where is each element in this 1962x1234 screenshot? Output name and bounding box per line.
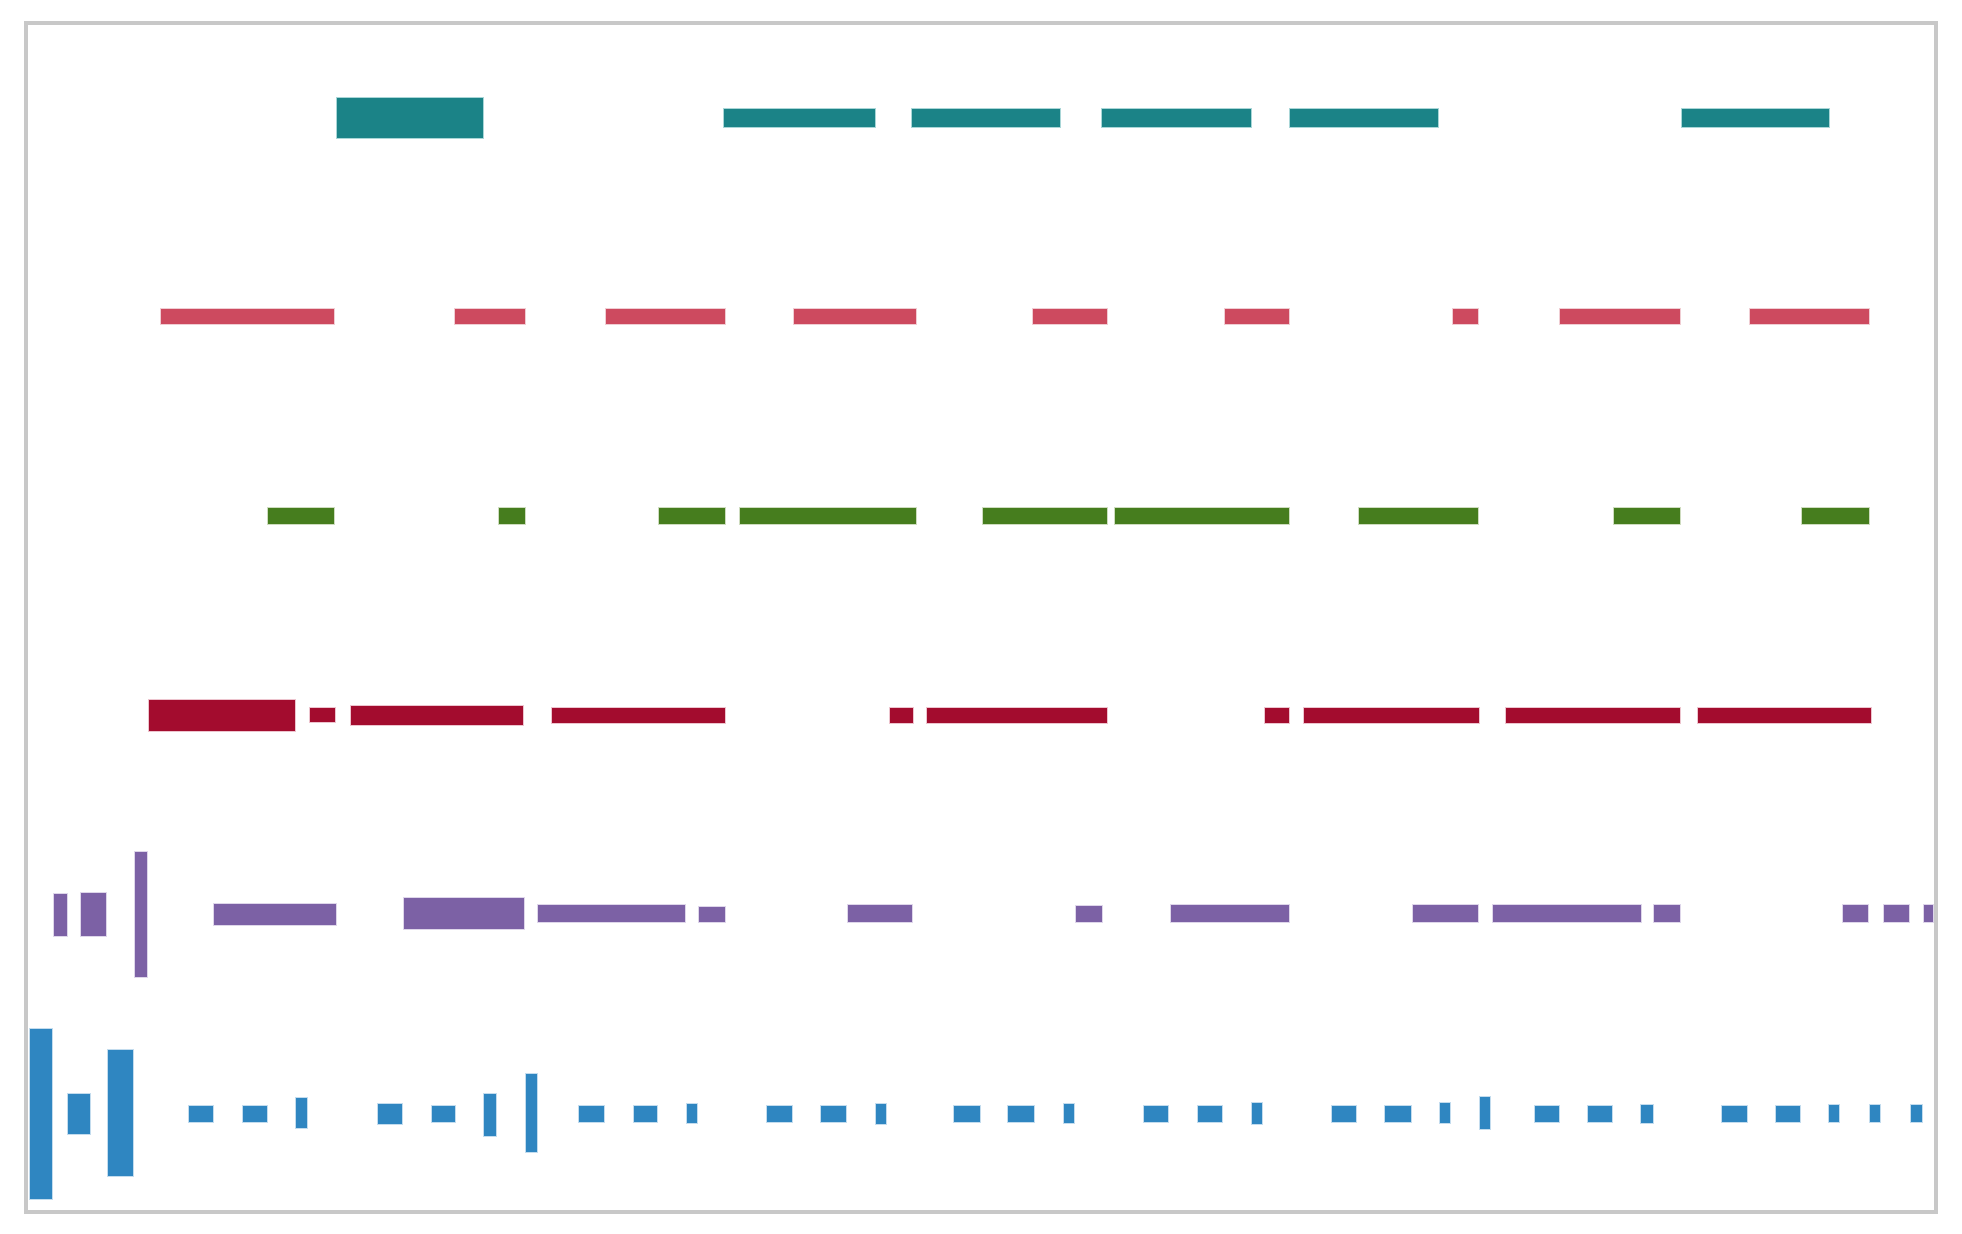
track-2-crimson-segment	[1452, 308, 1479, 325]
track-6-blue-segment	[1007, 1105, 1035, 1123]
track-5-purple-segment	[1075, 905, 1103, 923]
track-6-blue-segment	[875, 1103, 887, 1125]
track-6-blue-segment	[242, 1105, 268, 1123]
track-3-green-segment	[658, 507, 726, 525]
track-4-darkred-segment	[148, 699, 296, 732]
track-6-blue-segment	[295, 1097, 308, 1129]
track-6-blue-segment	[1331, 1105, 1357, 1123]
track-6-blue-segment	[578, 1105, 605, 1123]
track-5-purple-segment	[1883, 904, 1910, 923]
track-2-crimson-segment	[1559, 308, 1681, 325]
track-2-crimson-segment	[1032, 308, 1108, 325]
track-4-darkred-segment	[1505, 707, 1681, 724]
track-3-green-segment	[1358, 507, 1479, 525]
track-2-crimson-segment	[793, 308, 917, 325]
track-6-blue-segment	[1587, 1105, 1613, 1123]
track-6-blue-segment	[525, 1073, 538, 1153]
track-6-blue-segment	[1775, 1105, 1801, 1123]
track-1-teal-segment	[1289, 108, 1439, 128]
track-1-teal-segment	[1681, 108, 1830, 128]
track-6-blue-segment	[1197, 1105, 1223, 1123]
track-4-darkred-segment	[309, 707, 336, 723]
track-2-crimson-segment	[454, 308, 526, 325]
track-4-darkred-segment	[889, 707, 914, 724]
track-5-purple-segment	[698, 906, 726, 923]
track-6-blue-segment	[1869, 1104, 1881, 1123]
track-5-purple-segment	[1170, 904, 1290, 923]
track-6-blue-segment	[431, 1105, 456, 1123]
track-6-blue-segment	[1828, 1104, 1840, 1123]
track-6-blue-segment	[953, 1105, 981, 1123]
track-6-blue-segment	[766, 1105, 793, 1123]
track-6-blue-segment	[483, 1093, 497, 1137]
track-5-purple-segment	[847, 904, 913, 923]
track-6-blue-segment	[107, 1049, 134, 1177]
track-3-green-segment	[267, 507, 335, 525]
track-6-blue-segment	[820, 1105, 847, 1123]
track-4-darkred-segment	[350, 705, 524, 726]
track-5-purple-segment	[1492, 904, 1642, 923]
track-6-blue-segment	[1479, 1096, 1491, 1130]
track-6-blue-segment	[1910, 1104, 1923, 1123]
track-6-blue-segment	[1640, 1104, 1654, 1124]
track-4-darkred-segment	[1303, 707, 1480, 724]
track-5-purple-segment	[1653, 904, 1681, 923]
track-3-green-segment	[1114, 507, 1290, 525]
track-6-blue-segment	[188, 1105, 214, 1123]
track-5-purple-segment	[213, 903, 337, 926]
track-3-green-segment	[1613, 507, 1681, 525]
track-1-teal-segment	[336, 97, 484, 139]
track-6-blue-segment	[1251, 1102, 1263, 1125]
track-5-purple-segment	[537, 904, 686, 923]
track-1-teal-segment	[723, 108, 876, 128]
track-4-darkred-segment	[1264, 707, 1290, 724]
track-2-crimson-segment	[1224, 308, 1290, 325]
track-4-darkred-segment	[926, 707, 1108, 724]
track-6-blue-segment	[1143, 1105, 1169, 1123]
track-1-teal-segment	[1101, 108, 1252, 128]
track-3-green-segment	[1801, 507, 1870, 525]
track-6-blue-segment	[67, 1093, 91, 1135]
track-3-green-segment	[498, 507, 526, 525]
track-6-blue-segment	[686, 1103, 698, 1124]
track-2-crimson-segment	[605, 308, 726, 325]
track-6-blue-segment	[633, 1105, 658, 1123]
track-5-purple-segment	[1412, 904, 1479, 923]
track-1-teal-segment	[911, 108, 1061, 128]
track-5-purple-segment	[1923, 904, 1934, 923]
track-6-blue-segment	[1384, 1105, 1412, 1123]
track-5-purple-segment	[53, 893, 68, 937]
track-2-crimson-segment	[1749, 308, 1870, 325]
track-6-blue-segment	[377, 1103, 403, 1125]
track-6-blue-segment	[29, 1028, 53, 1200]
track-6-blue-segment	[1439, 1102, 1451, 1124]
track-4-darkred-segment	[1697, 707, 1872, 724]
track-6-blue-segment	[1063, 1103, 1075, 1124]
track-3-green-segment	[739, 507, 917, 525]
track-5-purple-segment	[80, 892, 107, 937]
track-2-crimson-segment	[160, 308, 335, 325]
track-6-blue-segment	[1534, 1105, 1560, 1123]
track-3-green-segment	[982, 507, 1108, 525]
track-5-purple-segment	[1842, 904, 1869, 923]
track-6-blue-segment	[1721, 1105, 1748, 1123]
track-5-purple-segment	[403, 897, 525, 930]
plot-frame-border	[24, 21, 1938, 1214]
track-5-purple-segment	[134, 851, 148, 978]
track-4-darkred-segment	[551, 707, 726, 724]
